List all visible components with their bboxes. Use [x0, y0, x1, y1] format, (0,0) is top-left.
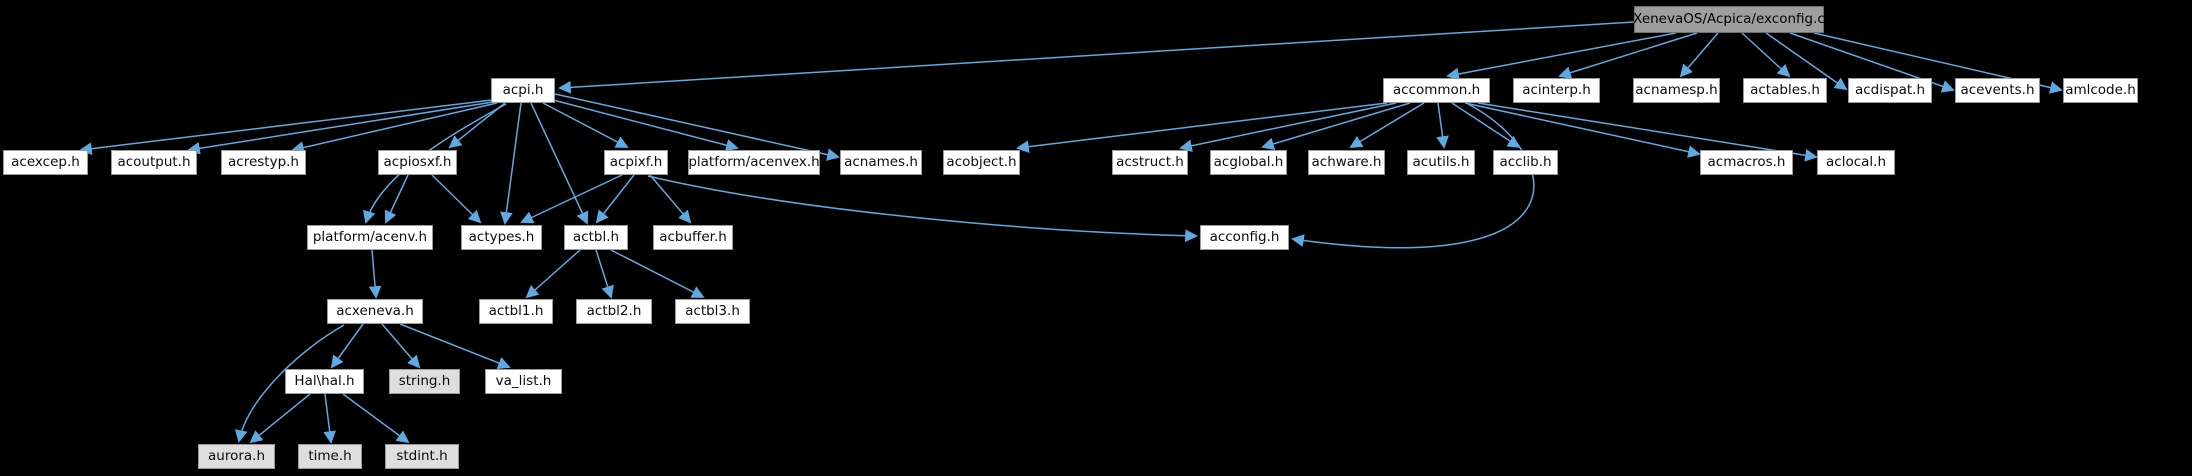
edge-acxeneva-to-valist: [399, 323, 511, 369]
node-acpi[interactable]: acpi.h: [491, 78, 555, 103]
node-acenv[interactable]: platform/acenv.h: [307, 225, 433, 250]
edge-acpiosxf-to-acenv: [384, 174, 409, 224]
node-acstruct[interactable]: acstruct.h: [1112, 150, 1188, 175]
node-acpiosxf[interactable]: acpiosxf.h: [378, 150, 457, 175]
edge-acpixf-to-actbl: [595, 174, 635, 224]
edge-exconfig-to-acinterp: [1558, 32, 1698, 79]
node-actables[interactable]: actables.h: [1743, 78, 1827, 103]
edge-actbl-to-actbl2: [595, 249, 614, 299]
edge-acpi-to-acoutput: [187, 101, 494, 155]
edge-acpi-to-acenvex: [552, 99, 739, 152]
edge-exconfig-to-actables: [1741, 32, 1791, 78]
edge-accommon-to-acmacros: [1464, 102, 1701, 158]
node-actbl[interactable]: actbl.h: [564, 225, 628, 250]
edge-acpi-to-actbl: [530, 102, 589, 225]
node-achware[interactable]: achware.h: [1308, 150, 1385, 175]
node-acxeneva[interactable]: acxeneva.h: [327, 299, 423, 324]
edge-halhal-to-stdinth: [342, 393, 410, 444]
edge-accommon-to-acobject: [1016, 102, 1388, 154]
node-accommon[interactable]: accommon.h: [1383, 78, 1490, 103]
node-acpixf[interactable]: acpixf.h: [604, 150, 668, 175]
edge-accommon-to-acclib: [1451, 102, 1521, 149]
node-acnamesp[interactable]: acnamesp.h: [1633, 78, 1720, 103]
edge-actbl-to-actbl1: [525, 249, 581, 299]
node-aurora[interactable]: aurora.h: [198, 444, 275, 469]
node-acrestyp[interactable]: acrestyp.h: [221, 150, 306, 175]
node-exconfig[interactable]: XenevaOS/Acpica/exconfig.c: [1633, 6, 1825, 33]
edge-accommon-to-acglobal: [1261, 102, 1411, 150]
node-actbl1[interactable]: actbl1.h: [479, 299, 553, 324]
node-acbuffer[interactable]: acbuffer.h: [653, 225, 733, 250]
node-acenvex[interactable]: platform/acenvex.h: [688, 150, 820, 175]
edge-accommon-to-acstruct: [1179, 102, 1397, 153]
edge-acpixf-to-acbuffer: [649, 174, 692, 224]
edge-acpiosxf-to-actypes: [431, 174, 482, 224]
edge-acpi-to-acpiosxf: [448, 102, 506, 149]
node-valist[interactable]: va_list.h: [485, 369, 562, 394]
edge-acxeneva-to-halhal: [330, 323, 364, 369]
node-acconfig[interactable]: acconfig.h: [1200, 225, 1289, 250]
node-acevents[interactable]: acevents.h: [1955, 78, 2040, 103]
node-aclocal[interactable]: aclocal.h: [1817, 150, 1895, 175]
node-acdispat[interactable]: acdispat.h: [1848, 78, 1932, 103]
edge-acenv-to-acxeneva: [368, 249, 382, 299]
edge-exconfig-to-accommon: [1446, 32, 1677, 81]
node-acnames[interactable]: acnames.h: [840, 150, 922, 175]
node-actbl2[interactable]: actbl2.h: [576, 299, 652, 324]
node-acoutput[interactable]: acoutput.h: [111, 150, 197, 175]
node-acinterp[interactable]: acinterp.h: [1513, 78, 1600, 103]
node-acglobal[interactable]: acglobal.h: [1210, 150, 1287, 175]
edge-halhal-to-aurora: [249, 393, 311, 444]
edge-acpi-to-actypes: [500, 102, 522, 225]
node-acobject[interactable]: acobject.h: [943, 150, 1020, 175]
edge-accommon-to-acutils: [1436, 102, 1449, 149]
node-actypes[interactable]: actypes.h: [461, 225, 542, 250]
node-acmacros[interactable]: acmacros.h: [1700, 150, 1793, 175]
node-actbl3[interactable]: actbl3.h: [675, 299, 750, 324]
edge-acpi-to-acexcep: [79, 99, 493, 156]
node-timeh[interactable]: time.h: [298, 444, 362, 469]
edge-exconfig-to-acnamesp: [1679, 32, 1719, 78]
edge-acpi-to-acnames: [554, 93, 840, 161]
node-stringh[interactable]: string.h: [389, 369, 460, 394]
node-stdinth[interactable]: stdint.h: [385, 444, 459, 469]
edge-acxeneva-to-stringh: [381, 323, 421, 369]
node-acutils[interactable]: acutils.h: [1407, 150, 1475, 175]
edge-acpi-to-acrestyp: [291, 102, 498, 154]
node-acclib[interactable]: acclib.h: [1493, 150, 1558, 175]
edge-acpixf-to-actypes: [520, 174, 623, 224]
edge-acpi-to-acpixf: [542, 102, 629, 148]
node-amlcode[interactable]: amlcode.h: [2063, 78, 2138, 103]
edge-actbl-to-actbl3: [610, 249, 705, 298]
node-acexcep[interactable]: acexcep.h: [3, 150, 88, 175]
edge-accommon-to-acconfig: [1291, 103, 1535, 249]
edge-halhal-to-timeh: [323, 393, 336, 444]
edge-accommon-to-achware: [1349, 102, 1425, 148]
edge-accommon-to-aclocal: [1477, 102, 1818, 162]
node-halhal[interactable]: Hal\hal.h: [285, 369, 364, 394]
